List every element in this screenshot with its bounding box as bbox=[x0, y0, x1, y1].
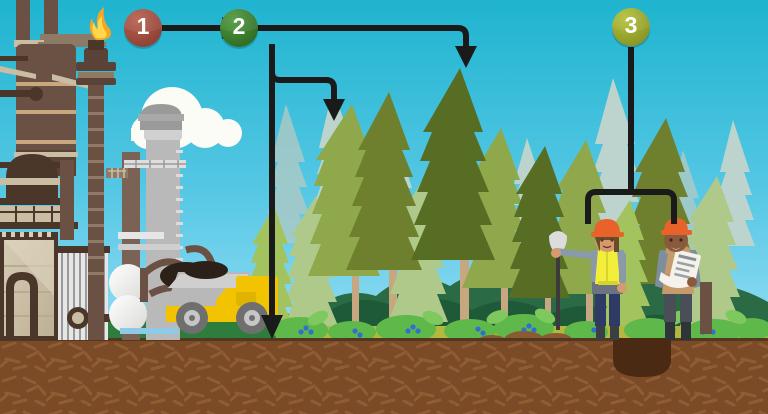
clipboard-icon bbox=[669, 249, 701, 287]
worker-planter bbox=[549, 219, 627, 340]
arrow-2-right-line bbox=[239, 25, 469, 46]
forest-trees bbox=[244, 68, 742, 340]
arrowhead-ground bbox=[261, 315, 283, 339]
sphere-tank-lower bbox=[109, 295, 147, 333]
haul-truck bbox=[164, 261, 278, 334]
worker-inspector bbox=[655, 218, 712, 340]
step-badge-2[interactable] bbox=[220, 9, 258, 49]
planting-pit bbox=[613, 338, 671, 377]
step-badge-3[interactable] bbox=[612, 8, 650, 48]
blueberry-shrubs bbox=[272, 308, 768, 343]
soil-top-edge bbox=[0, 338, 768, 341]
step-badge-1[interactable] bbox=[124, 9, 162, 49]
flare-stack bbox=[76, 7, 116, 340]
shovel-icon bbox=[549, 231, 567, 254]
process-connectors bbox=[162, 25, 677, 316]
oil-sands-facility bbox=[0, 0, 216, 340]
sphere-tank-upper bbox=[109, 264, 147, 302]
bracket-3-line bbox=[585, 47, 677, 224]
arrowhead-right bbox=[455, 46, 477, 68]
arrowhead-mid bbox=[323, 99, 345, 121]
